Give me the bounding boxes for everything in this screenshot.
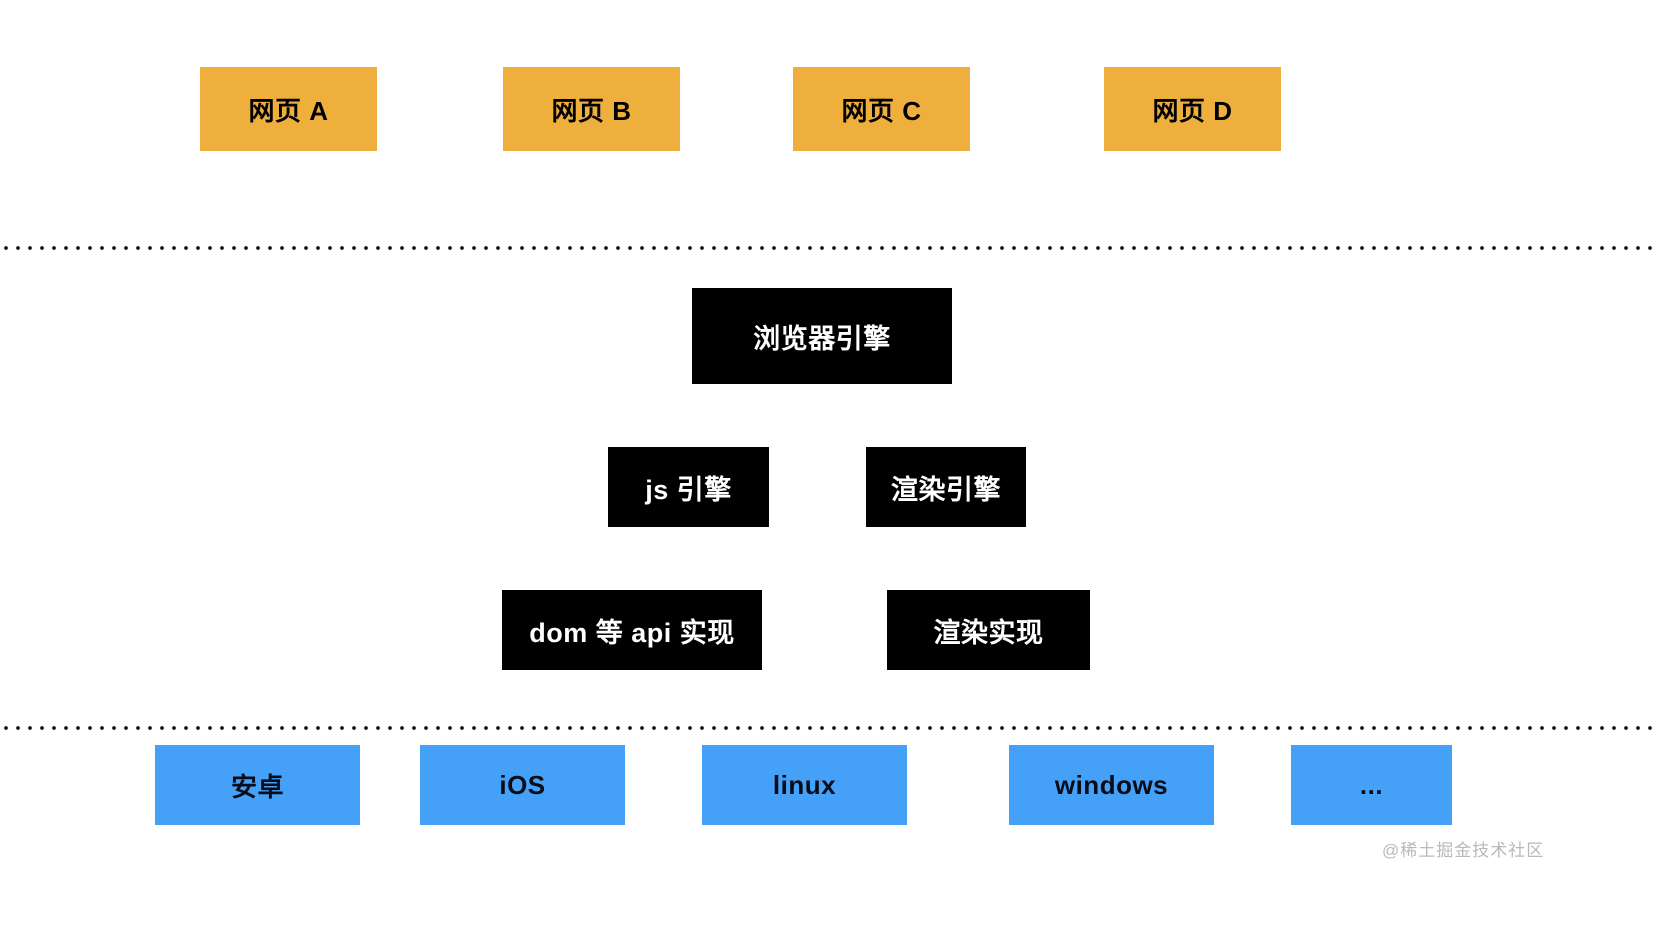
os-box-android: 安卓	[155, 745, 360, 825]
web-page-box-c: 网页 C	[793, 67, 970, 151]
divider-bottom	[0, 726, 1656, 730]
os-box-linux: linux	[702, 745, 907, 825]
os-label-android: 安卓	[230, 771, 284, 802]
browser-engine-box: 浏览器引擎	[692, 288, 952, 384]
browser-engine-label: 浏览器引擎	[753, 323, 891, 354]
watermark: @稀土掘金技术社区	[1382, 841, 1545, 860]
web-page-box-a: 网页 A	[200, 67, 377, 151]
os-label-windows: windows	[1054, 769, 1169, 800]
os-label-more: ...	[1359, 769, 1384, 800]
os-box-more: ...	[1291, 745, 1452, 825]
divider-top	[0, 246, 1656, 250]
render-impl-box: 渲染实现	[887, 590, 1090, 670]
js-engine-box: js 引擎	[608, 447, 769, 527]
dom-api-impl-box: dom 等 api 实现	[502, 590, 762, 670]
web-page-label-c: 网页 C	[841, 95, 922, 126]
render-impl-label: 渲染实现	[933, 617, 1044, 648]
os-label-ios: iOS	[499, 769, 546, 800]
web-page-label-b: 网页 B	[551, 95, 632, 126]
web-page-box-d: 网页 D	[1104, 67, 1281, 151]
js-engine-label: js 引擎	[645, 474, 732, 505]
os-box-windows: windows	[1009, 745, 1214, 825]
os-label-linux: linux	[772, 769, 837, 800]
render-engine-box: 渲染引擎	[866, 447, 1026, 527]
render-engine-label: 渲染引擎	[891, 474, 1001, 505]
web-page-label-a: 网页 A	[248, 95, 329, 126]
web-page-box-b: 网页 B	[503, 67, 680, 151]
web-page-label-d: 网页 D	[1152, 95, 1233, 126]
os-box-ios: iOS	[420, 745, 625, 825]
dom-api-impl-label: dom 等 api 实现	[529, 617, 735, 648]
